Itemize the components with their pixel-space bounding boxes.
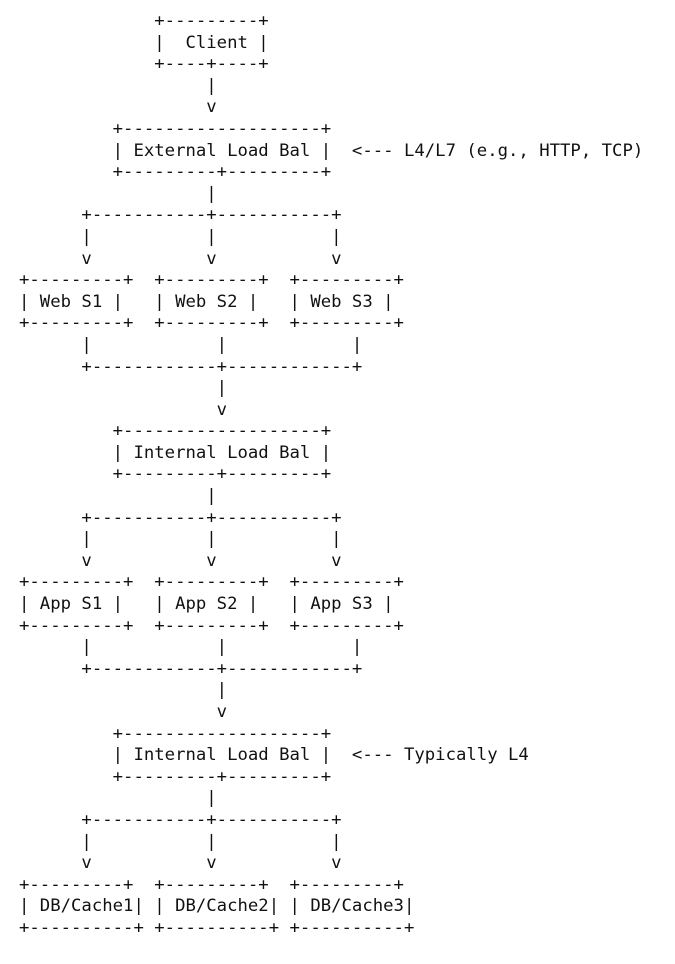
connector-line: | <box>19 788 217 809</box>
branch-arrows: v v v <box>19 248 342 269</box>
arrow-down: v <box>19 702 228 722</box>
internal-lb-1-box-bottom: +---------+---------+ <box>19 464 332 485</box>
app-servers-labels: | App S1 | | App S2 | | App S3 | <box>19 594 394 615</box>
app-servers-box-bottom: +---------+ +---------+ +---------+ <box>19 615 404 636</box>
external-lb-box-bottom: +---------+---------+ <box>19 162 332 183</box>
merge-lines: | | | <box>19 637 363 658</box>
connector-line: | <box>19 378 228 399</box>
connector-line: | <box>19 75 217 96</box>
connector-line: | <box>19 680 228 701</box>
db-cache-box-top: +---------+ +---------+ +---------+ <box>19 874 404 895</box>
arrow-down: v <box>19 97 217 118</box>
fan-out-line: +-----------+-----------+ <box>19 205 342 226</box>
app-servers-box-top: +---------+ +---------+ +---------+ <box>19 572 404 593</box>
client-box-top: +---------+ <box>19 11 269 31</box>
merge-lines: | | | <box>19 334 363 355</box>
web-servers-box-bottom: +---------+ +---------+ +---------+ <box>19 313 404 334</box>
web-servers-labels: | Web S1 | | Web S2 | | Web S3 | <box>19 291 394 312</box>
arrow-down: v <box>19 399 228 420</box>
internal-lb-1-label: | Internal Load Bal | <box>19 442 332 463</box>
branch-lines: | | | <box>19 831 342 852</box>
branch-arrows: v v v <box>19 853 342 874</box>
internal-lb-2-box-top: +-------------------+ <box>19 723 332 744</box>
client-box-label: | Client | <box>19 32 269 53</box>
ascii-architecture-diagram: +---------+ | Client | +----+----+ | v +… <box>19 11 643 940</box>
db-cache-box-bottom: +----------+ +----------+ +----------+ <box>19 917 415 938</box>
web-servers-box-top: +---------+ +---------+ +---------+ <box>19 270 404 291</box>
internal-lb-1-box-top: +-------------------+ <box>19 421 332 442</box>
branch-lines: | | | <box>19 226 342 247</box>
client-box-bottom: +----+----+ <box>19 54 269 75</box>
branch-arrows: v v v <box>19 550 342 571</box>
external-lb-label: | External Load Bal | <--- L4/L7 (e.g., … <box>19 140 644 161</box>
branch-lines: | | | <box>19 529 342 550</box>
fan-out-line: +-----------+-----------+ <box>19 809 342 830</box>
fan-in-line: +------------+------------+ <box>19 356 363 377</box>
connector-line: | <box>19 183 217 204</box>
internal-lb-2-label: | Internal Load Bal | <--- Typically L4 <box>19 745 529 766</box>
db-cache-labels: | DB/Cache1| | DB/Cache2| | DB/Cache3| <box>19 896 415 917</box>
fan-in-line: +------------+------------+ <box>19 658 363 679</box>
internal-lb-2-box-bottom: +---------+---------+ <box>19 766 332 787</box>
fan-out-line: +-----------+-----------+ <box>19 507 342 528</box>
connector-line: | <box>19 486 217 507</box>
external-lb-box-top: +-------------------+ <box>19 118 332 139</box>
